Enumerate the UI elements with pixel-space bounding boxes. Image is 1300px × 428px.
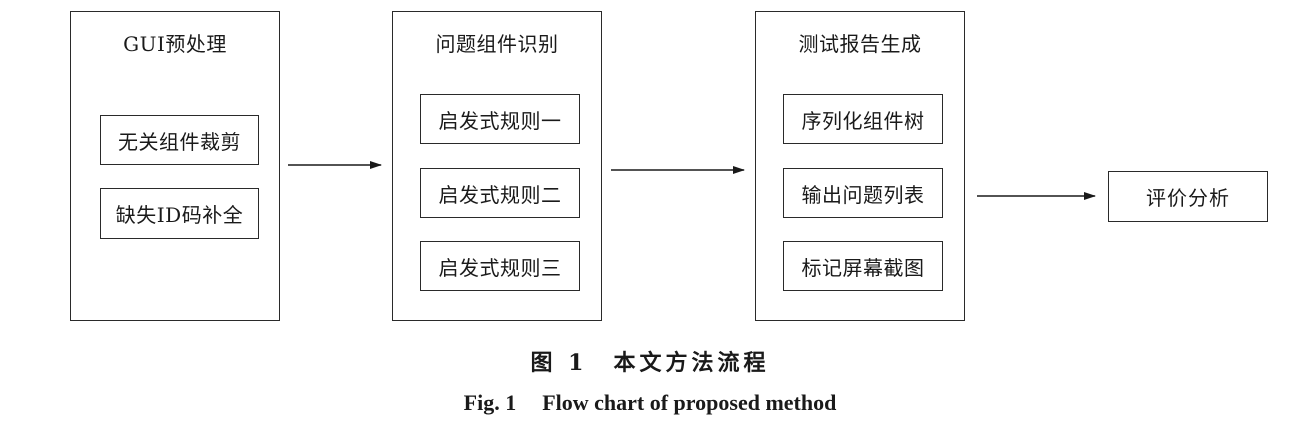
- evaluation-analysis-box: 评价分析: [1108, 171, 1268, 222]
- step-box: 启发式规则二: [420, 168, 580, 218]
- caption-chinese: 图 1 本文方法流程: [0, 345, 1300, 377]
- group-gui-preprocessing: GUI预处理 无关组件裁剪 缺失ID码补全: [70, 11, 280, 321]
- step-box: 标记屏幕截图: [783, 241, 943, 291]
- step-box: 启发式规则一: [420, 94, 580, 144]
- step-box: 序列化组件树: [783, 94, 943, 144]
- caption-text-en: Flow chart of proposed method: [542, 390, 837, 415]
- step-box: 输出问题列表: [783, 168, 943, 218]
- step-box: 启发式规则三: [420, 241, 580, 291]
- caption-number-cn: 图 1: [530, 350, 588, 376]
- caption-number-en: Fig. 1: [463, 390, 517, 415]
- caption-text-cn: 本文方法流程: [613, 350, 770, 376]
- caption-english: Fig. 1 Flow chart of proposed method: [0, 390, 1300, 416]
- group-title: 测试报告生成: [798, 32, 922, 56]
- group-test-report-generation: 测试报告生成 序列化组件树 输出问题列表 标记屏幕截图: [755, 11, 965, 321]
- group-problem-component-identification: 问题组件识别 启发式规则一 启发式规则二 启发式规则三: [392, 11, 602, 321]
- step-box: 缺失ID码补全: [100, 188, 259, 239]
- step-box: 无关组件裁剪: [100, 115, 259, 165]
- group-title: 问题组件识别: [435, 32, 559, 56]
- group-title: GUI预处理: [123, 32, 227, 56]
